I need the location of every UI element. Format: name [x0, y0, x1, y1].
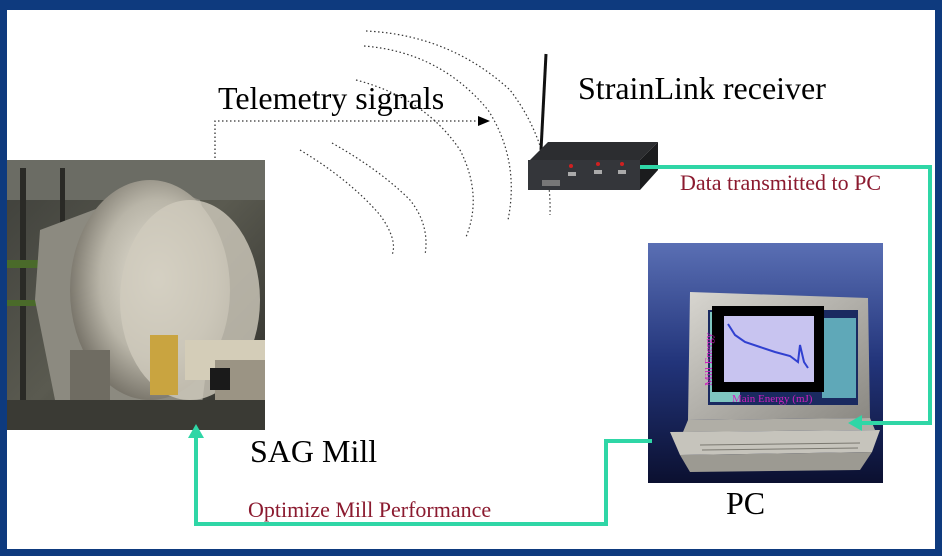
telemetry-signals-label: Telemetry signals [218, 80, 445, 116]
optimize-performance-label: Optimize Mill Performance [248, 497, 492, 522]
sag-mill-photo [7, 160, 265, 430]
receiver-to-pc-connector [640, 165, 932, 431]
telemetry-signal-arcs [299, 30, 551, 256]
data-transmitted-label: Data transmitted to PC [680, 170, 882, 195]
monitor-x-axis-label: Main Energy (mJ) [732, 393, 813, 405]
monitor-y-axis-label: Mill Energy [703, 332, 715, 386]
sag-mill-label: SAG Mill [250, 433, 378, 469]
pc-to-mill-connector [188, 424, 652, 526]
pc-photo: Mill Energy Main Energy (mJ) [648, 243, 883, 483]
strainlink-receiver-label: StrainLink receiver [578, 70, 826, 106]
telemetry-arrow [214, 116, 490, 158]
pc-label: PC [726, 485, 766, 521]
